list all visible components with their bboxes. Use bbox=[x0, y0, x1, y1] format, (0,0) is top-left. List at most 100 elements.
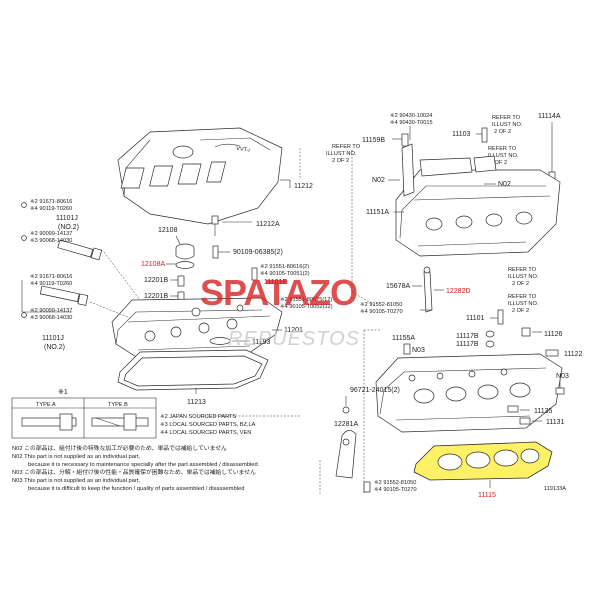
plug-11117b[interactable] bbox=[485, 330, 495, 348]
label-11212a: 11212A bbox=[256, 221, 280, 228]
label-11103: 11103 bbox=[452, 131, 471, 138]
label-12108a: 12108A bbox=[141, 261, 165, 268]
label-11155a: 11155A bbox=[392, 335, 415, 342]
label-n02-top: N02 bbox=[372, 177, 385, 184]
label-11135: 11135 bbox=[534, 408, 553, 415]
note-n03-en2: because it is difficult to keep the func… bbox=[28, 486, 244, 492]
label-n03-b: N03 bbox=[556, 373, 569, 380]
bolt-12201b[interactable] bbox=[177, 275, 185, 303]
label-15678a: 15678A bbox=[386, 283, 410, 290]
svg-text:REPUESTOS: REPUESTOS bbox=[228, 328, 360, 350]
refer-top-m1: REFER TO bbox=[492, 115, 521, 121]
label-11101e: 11101E bbox=[264, 279, 287, 286]
cylinder-head-n03[interactable] bbox=[375, 353, 563, 433]
note-n02-en1: N02 This part is not supplied as an indi… bbox=[12, 454, 141, 460]
label-mid2a: ※2 91551-80625(12) bbox=[280, 296, 332, 303]
watermark-logo: SPATAZO REPUESTOS bbox=[200, 272, 360, 350]
stud-11101[interactable] bbox=[497, 309, 504, 325]
label-mid1b: ※4 90105-T0051(2) bbox=[260, 270, 310, 277]
legend-line-2: ※2 JAPAN SOURCED PARTS bbox=[160, 413, 236, 420]
engine-cover-11212[interactable]: VVT-i bbox=[117, 127, 283, 225]
label-11201: 11201 bbox=[284, 327, 303, 334]
label-11101j-bot: 11101J bbox=[42, 335, 64, 342]
refer-top-m2: ILLUST NO. bbox=[492, 122, 523, 128]
diagram-id: 119133A bbox=[544, 486, 566, 492]
label-inj3a: ※2 91671-80616 bbox=[30, 273, 72, 280]
legend-line-4: ※4 LOCAL SOURCED PARTS, VEN bbox=[160, 429, 251, 436]
label-inj2b: ※3 90068-14030 bbox=[30, 237, 72, 244]
label-11101: 11101 bbox=[466, 315, 485, 322]
refer-top-l1: REFER TO bbox=[332, 144, 361, 150]
bolt-11212a[interactable] bbox=[211, 215, 219, 236]
label-top1b: ※4 90430-T0015 bbox=[390, 119, 433, 126]
gasket-11213[interactable] bbox=[117, 349, 269, 391]
label-11126: 11126 bbox=[544, 331, 563, 338]
seal-11131[interactable] bbox=[519, 417, 531, 425]
engine-hanger-12281a[interactable] bbox=[335, 430, 357, 479]
label-mid1a: ※2 91551-80616(2) bbox=[260, 263, 309, 270]
svg-text:VVT-i: VVT-i bbox=[236, 146, 250, 154]
legend-type-a: TYPE A bbox=[36, 402, 56, 408]
refer-mid2c: 2 OF 2 bbox=[512, 308, 529, 314]
gasket-12108a[interactable] bbox=[175, 261, 195, 269]
refer-top-l3: 2 OF 2 bbox=[332, 158, 349, 164]
plug-11122[interactable] bbox=[545, 349, 559, 357]
refer-mid1a: REFER TO bbox=[508, 267, 537, 273]
oil-control-valve-n02[interactable] bbox=[401, 143, 497, 197]
legend-mark: ※1 bbox=[58, 389, 68, 396]
label-11115: 11115 bbox=[478, 492, 496, 499]
legend-line-3: ※3 LOCAL SOURCED PARTS, BZ,LA bbox=[160, 421, 256, 428]
label-11131: 11131 bbox=[546, 419, 565, 426]
legend-type-b: TYPE B bbox=[108, 402, 128, 408]
label-inj3b: ※4 90119-T0260 bbox=[30, 280, 72, 287]
refer-top-l2: ILLUST NO. bbox=[326, 151, 357, 157]
ring-96721[interactable] bbox=[342, 406, 350, 414]
stud-11101j-bot[interactable] bbox=[39, 285, 89, 306]
label-11151a: 11151A bbox=[366, 209, 389, 216]
bolt-bottom[interactable] bbox=[363, 481, 371, 493]
plug-n03b[interactable] bbox=[555, 387, 565, 395]
label-no2-bot: (NO.2) bbox=[44, 344, 65, 351]
bolt-11159b[interactable] bbox=[401, 133, 409, 147]
label-mid2b: ※4 90105-T0052(12) bbox=[280, 303, 333, 310]
cylinder-head-cover-11201[interactable] bbox=[111, 297, 283, 359]
stud-11101j-top[interactable] bbox=[57, 239, 103, 261]
pin-11103[interactable] bbox=[481, 127, 488, 143]
label-mid3b: ※4 90105-T0270 bbox=[360, 308, 403, 315]
refer-top-r2: ILLUST NO. bbox=[488, 153, 519, 159]
refer-mid2a: REFER TO bbox=[508, 294, 537, 300]
stud-11101e[interactable] bbox=[251, 267, 258, 281]
label-11122: 11122 bbox=[564, 351, 583, 358]
head-gasket-11115[interactable] bbox=[413, 441, 553, 481]
label-inj4b: ※3 90068-14030 bbox=[30, 314, 72, 321]
label-inj1a: ※2 91671-80616 bbox=[30, 198, 72, 205]
label-bot1b: ※4 90105-T0270 bbox=[374, 486, 417, 493]
refer-mid1b: ILLUST NO. bbox=[508, 274, 539, 280]
label-top1a: ※2 90430-10024 bbox=[390, 112, 432, 119]
label-12108: 12108 bbox=[158, 227, 178, 234]
note-n03-en1: N03 This part is not supplied as an indi… bbox=[12, 478, 141, 484]
note-n03-jp: N03 この部品は、分解・組付け後の性能・品質確保が困難なため、単品では補給して… bbox=[12, 468, 256, 476]
label-n02-right: N02 bbox=[498, 181, 511, 188]
gasket-11193[interactable] bbox=[209, 337, 231, 345]
label-12201b-b: 12201B bbox=[144, 293, 168, 300]
seal-11135[interactable] bbox=[507, 405, 519, 413]
oil-filler-cap-12108[interactable] bbox=[175, 243, 195, 260]
label-12201b-a: 12201B bbox=[144, 277, 168, 284]
refer-top-r3: 2 OF 2 bbox=[490, 160, 507, 166]
label-n03-a: N03 bbox=[412, 347, 425, 354]
pin-11155a[interactable] bbox=[403, 343, 411, 355]
stud-90109[interactable] bbox=[212, 245, 219, 259]
label-11117b-b: 11117B bbox=[456, 341, 479, 348]
label-11101j-top: 11101J bbox=[56, 215, 78, 222]
camshaft-housing-11151a[interactable] bbox=[395, 169, 561, 257]
pipe-15678a[interactable] bbox=[423, 266, 433, 313]
label-11117b-a: 11117B bbox=[456, 333, 479, 340]
label-11212: 11212 bbox=[294, 183, 313, 190]
label-no2-top: (NO.2) bbox=[58, 224, 79, 231]
label-90109: 90109-06385(2) bbox=[233, 249, 283, 256]
label-inj4a: ※2 90099-14137 bbox=[30, 307, 72, 314]
seal-11126[interactable] bbox=[521, 327, 531, 337]
